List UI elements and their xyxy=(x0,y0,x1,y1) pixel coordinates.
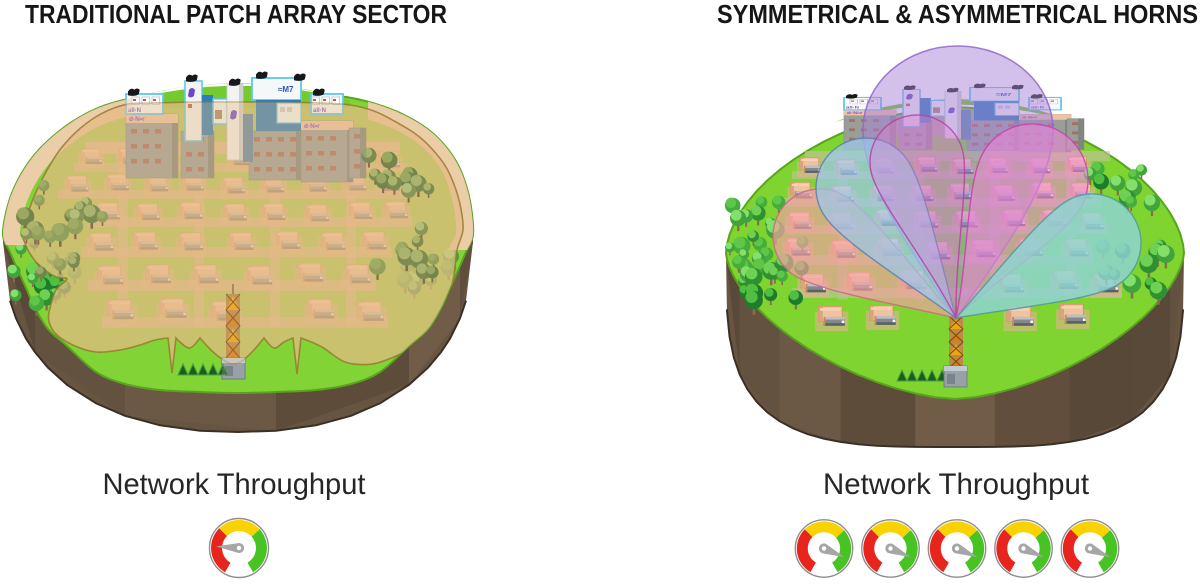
svg-text:d·N•r: d·N•r xyxy=(847,111,864,115)
svg-text:Network Throughput: Network Throughput xyxy=(103,468,367,501)
svg-text:all·N: all·N xyxy=(128,108,141,114)
svg-text:d·N•r: d·N•r xyxy=(304,123,320,130)
svg-text:SYMMETRICAL & ASYMMETRICAL HOR: SYMMETRICAL & ASYMMETRICAL HORNS xyxy=(717,0,1198,29)
svg-text:TRADITIONAL PATCH ARRAY SECTOR: TRADITIONAL PATCH ARRAY SECTOR xyxy=(25,0,447,29)
svg-text:d·N•r: d·N•r xyxy=(129,116,145,123)
svg-text:all·N: all·N xyxy=(846,106,859,110)
svg-text:≈M7: ≈M7 xyxy=(278,85,294,94)
svg-text:≈M7: ≈M7 xyxy=(278,85,294,94)
svg-text:all·N: all·N xyxy=(313,108,326,114)
svg-text:Network Throughput: Network Throughput xyxy=(823,468,1090,501)
